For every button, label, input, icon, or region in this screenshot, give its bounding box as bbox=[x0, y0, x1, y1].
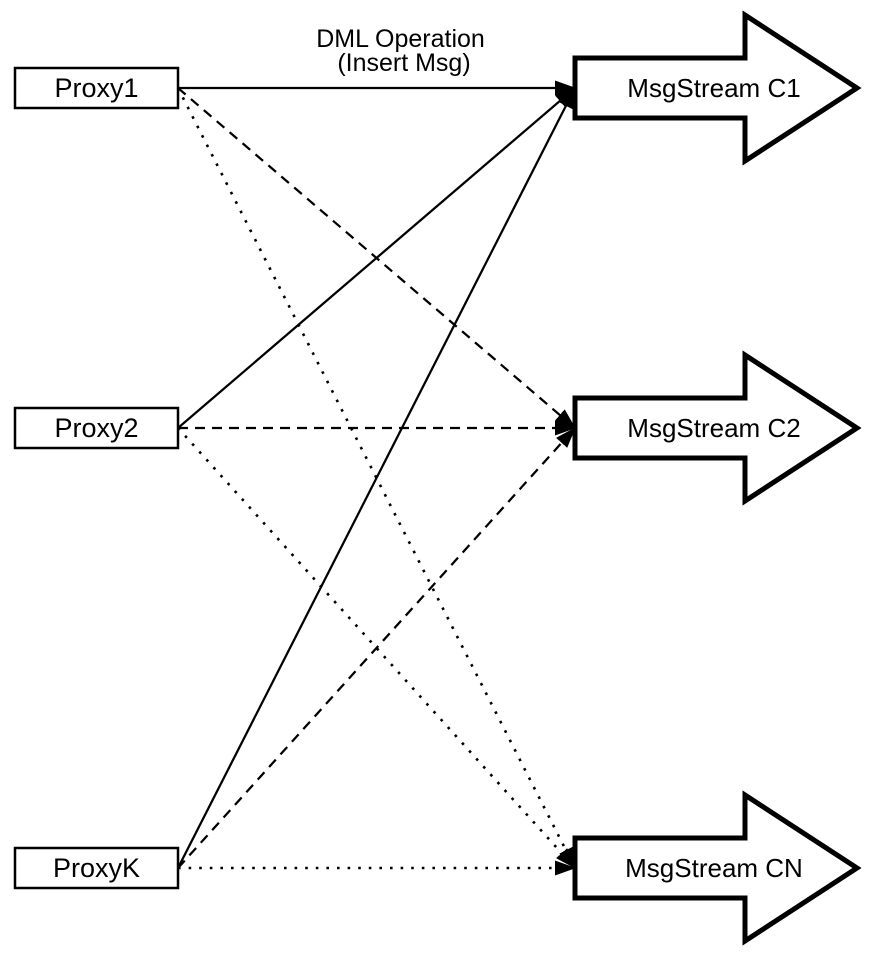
stream-c2-arrow bbox=[572, 350, 862, 506]
proxy1-box bbox=[13, 66, 180, 110]
proxy2-label: Proxy2 bbox=[54, 413, 138, 443]
stream-c2-label: MsgStream C2 bbox=[627, 413, 800, 443]
annotation-line1: DML Operation bbox=[316, 25, 485, 53]
proxy1-label: Proxy1 bbox=[54, 73, 138, 103]
connection-proxyk-c1-line bbox=[176, 87, 577, 869]
proxyk-box bbox=[13, 846, 180, 890]
stream-cn-arrow bbox=[572, 790, 862, 946]
connection-proxyk-c2-line bbox=[177, 427, 576, 869]
connections bbox=[176, 80, 577, 876]
stream-c1-node: MsgStream C1 bbox=[572, 10, 862, 166]
proxyk-label: ProxyK bbox=[53, 853, 140, 883]
stream-cn-label: MsgStream CN bbox=[625, 853, 803, 883]
stream-c1-label: MsgStream C1 bbox=[627, 73, 800, 103]
stream-c2-node: MsgStream C2 bbox=[572, 350, 862, 506]
proxy2-node: Proxy2 bbox=[13, 406, 180, 450]
proxy1-node: Proxy1 bbox=[13, 66, 180, 110]
annotation-dml-operation: DML Operation (Insert Msg) bbox=[316, 25, 492, 77]
connection-proxy1-c2-line bbox=[177, 87, 576, 429]
proxyk-node: ProxyK bbox=[13, 846, 180, 890]
stream-c1-arrow bbox=[572, 10, 862, 166]
stream-cn-node: MsgStream CN bbox=[572, 790, 862, 946]
annotation-line2: (Insert Msg) bbox=[337, 49, 470, 77]
proxy2-box bbox=[13, 406, 180, 450]
